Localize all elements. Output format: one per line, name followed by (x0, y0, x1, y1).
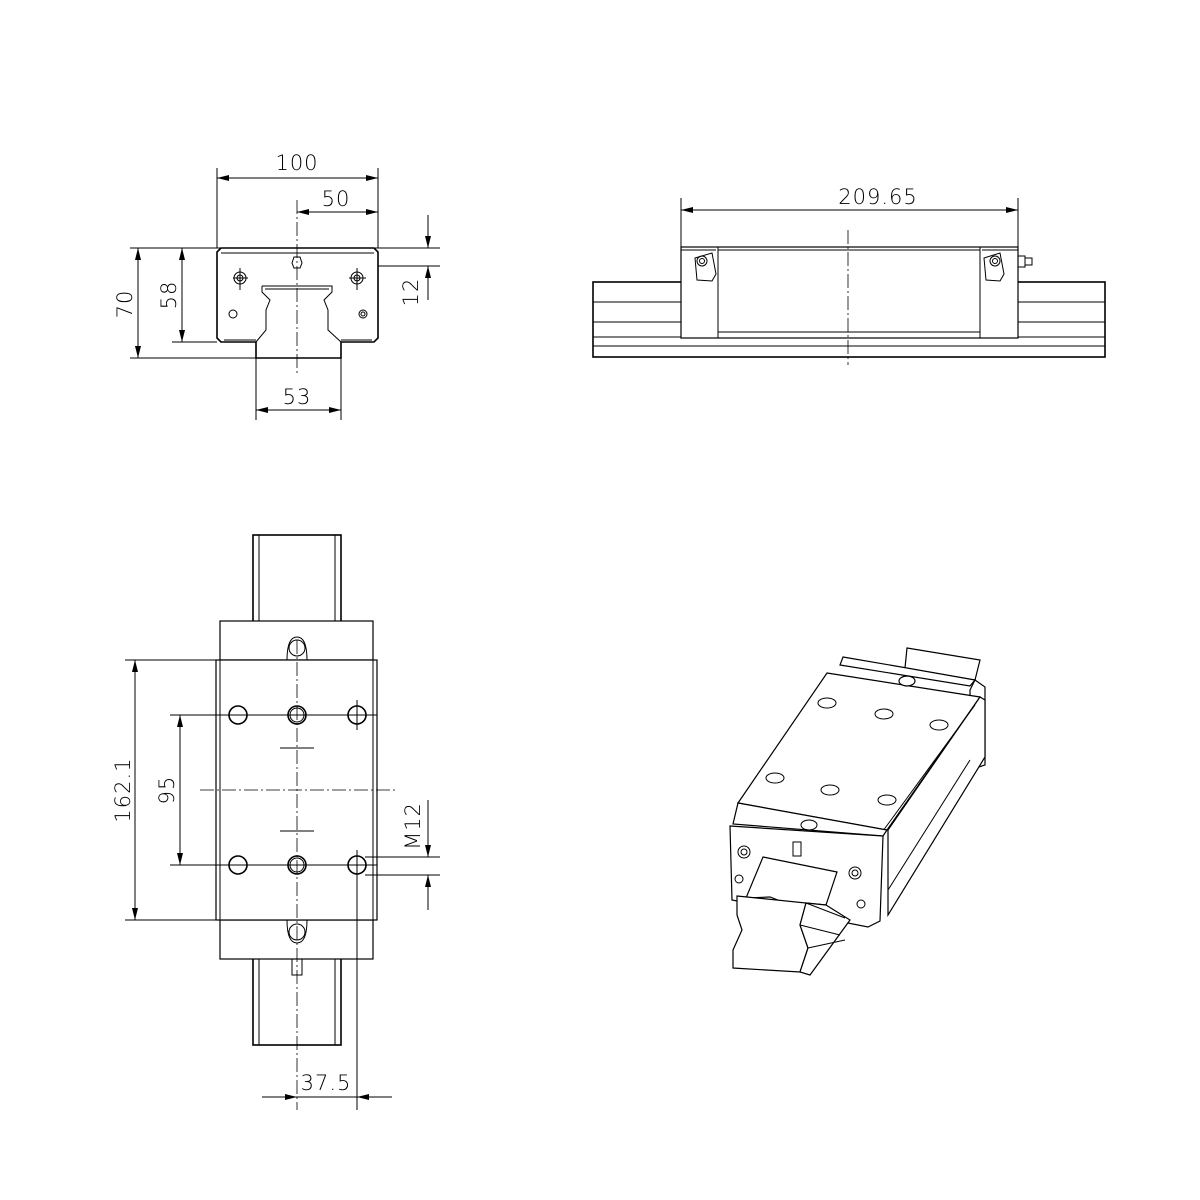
front-view: 100 50 70 58 12 53 (113, 151, 440, 420)
screw-icon (696, 255, 708, 267)
screw-icon (848, 866, 862, 880)
dim-hole-offset: 37.5 (301, 1071, 352, 1095)
carriage-side (887, 696, 986, 918)
dim-hole-pitch: 95 (155, 776, 179, 805)
dim-width: 100 (275, 151, 318, 175)
rail-front-profile (732, 895, 809, 973)
side-view: 209.65 (592, 185, 1106, 365)
grease-nipple-icon (792, 841, 802, 857)
hole-icon (820, 784, 840, 796)
dim-top-offset: 12 (399, 278, 423, 307)
carriage (680, 246, 1019, 339)
dim-length: 209.65 (838, 185, 917, 209)
dim-thread: M12 (401, 802, 425, 850)
screw-icon (989, 255, 1001, 267)
dim-block-height: 58 (157, 281, 181, 310)
screw-icon (737, 845, 751, 859)
rail-profile (255, 285, 342, 343)
dim-length: 162.1 (111, 757, 135, 822)
hole-icon (765, 772, 785, 784)
hole-icon (874, 708, 894, 720)
isometric-view (729, 647, 986, 976)
hole-icon (877, 794, 897, 806)
carriage-outline (216, 247, 379, 359)
grease-nipple-icon (291, 256, 303, 269)
hole-icon (929, 719, 949, 731)
grease-nipple-icon (1018, 255, 1033, 268)
dim-rail-width: 53 (283, 385, 312, 409)
dim-height: 70 (113, 290, 137, 319)
top-view: 162.1 95 M12 37.5 (111, 534, 440, 1110)
dim-half-width: 50 (322, 187, 351, 211)
hole-icon (817, 697, 837, 709)
